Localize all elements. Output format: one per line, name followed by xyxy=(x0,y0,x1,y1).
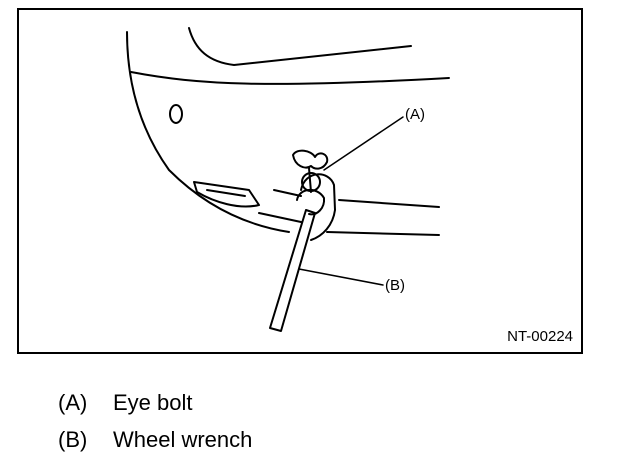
eye-bolt-illustration xyxy=(126,27,450,332)
lower-beam-lower-line xyxy=(258,212,440,236)
bracket-body xyxy=(300,173,336,241)
callout-a-leader xyxy=(323,116,404,171)
eye-bolt-ring xyxy=(292,149,329,170)
fog-lamp-inner xyxy=(206,189,246,197)
fog-lamp-recess xyxy=(193,181,260,208)
fender-upper-curve xyxy=(188,27,412,66)
eye-bolt-shank xyxy=(308,167,312,193)
callout-b-leader xyxy=(298,268,384,286)
callout-a-label: (A) xyxy=(405,106,425,123)
legend-key: (A) xyxy=(58,389,88,415)
legend: (A) Eye bolt (B) Wheel wrench xyxy=(58,384,252,458)
wrench-head xyxy=(296,189,326,216)
lower-beam-upper-line xyxy=(273,189,440,208)
legend-text: Eye bolt xyxy=(113,389,193,415)
bumper-hole xyxy=(169,104,183,124)
eye-bolt-eye xyxy=(301,172,321,192)
illustration-frame: (A) (B) NT-00224 xyxy=(17,8,583,354)
bumper-front-contour xyxy=(126,31,290,233)
legend-row: (B) Wheel wrench xyxy=(58,421,252,458)
legend-key: (B) xyxy=(58,426,88,452)
figure-id: NT-00224 xyxy=(507,328,573,345)
callout-b-label: (B) xyxy=(385,277,405,294)
legend-text: Wheel wrench xyxy=(113,426,253,452)
bumper-top-line xyxy=(130,71,450,85)
legend-row: (A) Eye bolt xyxy=(58,384,252,421)
